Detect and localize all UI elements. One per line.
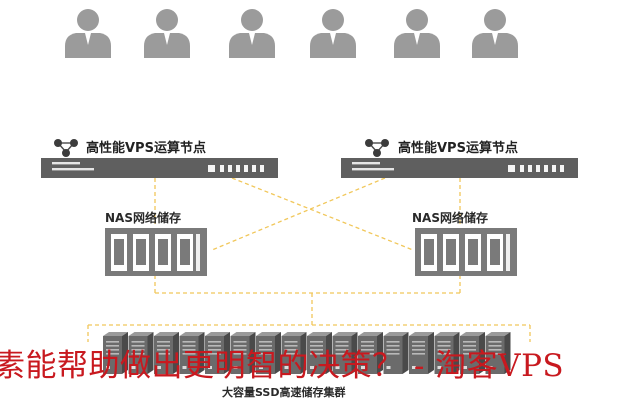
ssd-server-icon bbox=[256, 332, 281, 374]
nas-storage-icon bbox=[105, 228, 207, 276]
ssd-server-icon bbox=[332, 332, 358, 374]
nas-storage-icon bbox=[415, 228, 517, 276]
ssd-cluster: 大容量SSD高速储存集群 bbox=[103, 332, 511, 399]
user-icon bbox=[394, 9, 440, 58]
user-icon bbox=[144, 9, 190, 58]
vps-node-right: 高性能VPS运算节点 bbox=[341, 139, 578, 178]
ssd-server-row bbox=[103, 332, 511, 374]
vps-server-icon bbox=[341, 158, 578, 178]
ssd-cluster-label: 大容量SSD高速储存集群 bbox=[222, 385, 345, 399]
watermark-text: 素能帮助做出更明智的决策？ - 淘客VPS bbox=[0, 348, 565, 384]
ssd-server-icon bbox=[307, 332, 332, 374]
link-cross-b bbox=[211, 177, 386, 251]
user-icon bbox=[472, 9, 518, 58]
ssd-server-icon bbox=[205, 332, 230, 374]
network-nodes-icon bbox=[54, 139, 78, 157]
ssd-server-icon bbox=[358, 332, 383, 374]
vps-node-label: 高性能VPS运算节点 bbox=[86, 140, 206, 156]
vps-node-label: 高性能VPS运算节点 bbox=[398, 140, 518, 156]
network-nodes-icon bbox=[365, 139, 389, 157]
nas-node-label: NAS网络储存 bbox=[412, 210, 488, 225]
ssd-server-icon bbox=[103, 332, 128, 374]
user-icon bbox=[229, 9, 275, 58]
ssd-server-icon bbox=[230, 332, 256, 374]
link-cross-a bbox=[231, 177, 414, 251]
users-row bbox=[65, 9, 518, 58]
ssd-server-icon bbox=[154, 332, 179, 374]
ssd-server-icon bbox=[128, 332, 154, 374]
ssd-server-icon bbox=[383, 332, 409, 374]
nas-node-left: NAS网络储存 bbox=[105, 210, 207, 276]
ssd-server-icon bbox=[281, 332, 307, 374]
vps-node-left: 高性能VPS运算节点 bbox=[41, 139, 278, 178]
nas-node-right: NAS网络储存 bbox=[412, 210, 517, 276]
ssd-server-icon bbox=[409, 332, 434, 374]
ssd-server-icon bbox=[460, 332, 485, 374]
ssd-server-icon bbox=[179, 332, 205, 374]
ssd-server-icon bbox=[434, 332, 460, 374]
network-links bbox=[87, 177, 531, 342]
user-icon bbox=[65, 9, 111, 58]
ssd-server-icon bbox=[485, 332, 511, 374]
user-icon bbox=[310, 9, 356, 58]
vps-server-icon bbox=[41, 158, 278, 178]
nas-node-label: NAS网络储存 bbox=[105, 210, 181, 225]
